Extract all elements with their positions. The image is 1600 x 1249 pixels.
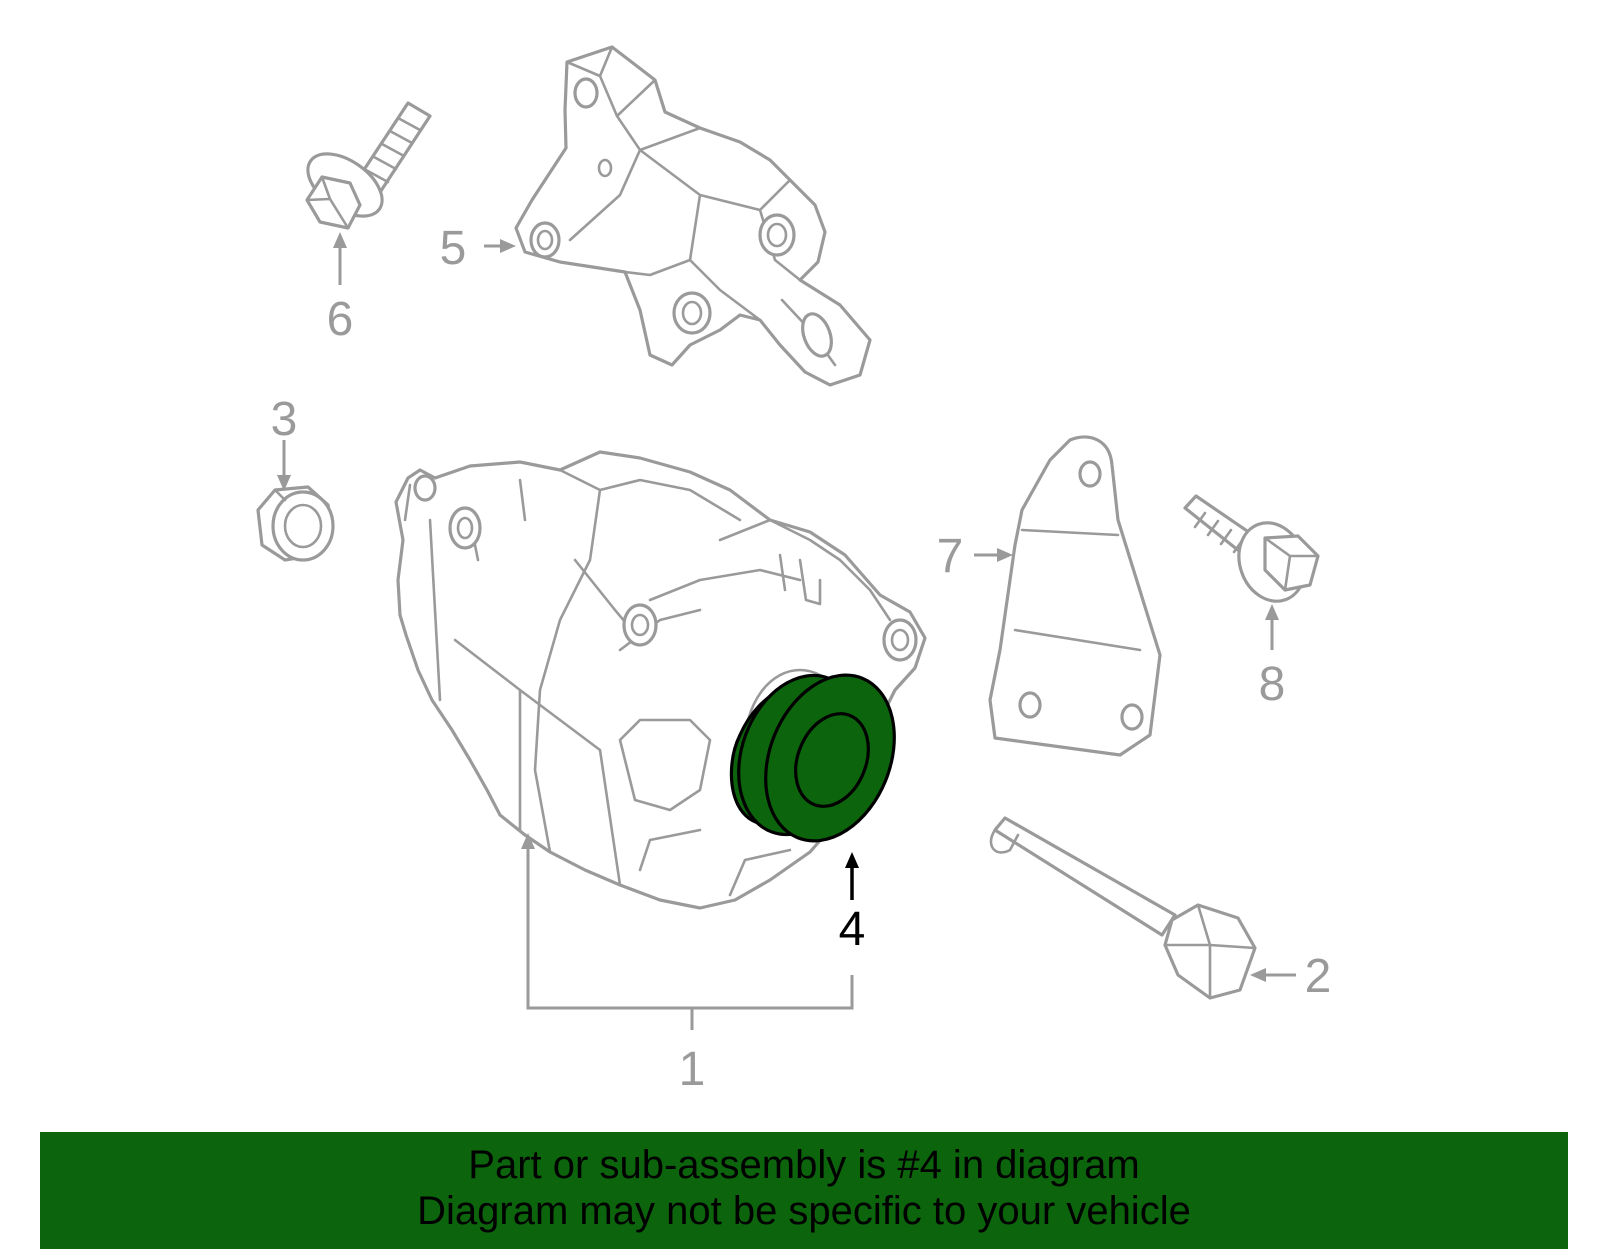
callout-1: 1 [679, 1043, 706, 1096]
part-7-bracket-drawing [988, 435, 1162, 757]
callout-8: 8 [1259, 658, 1286, 711]
banner-line-1: Part or sub-assembly is #4 in diagram [468, 1143, 1140, 1187]
parts-diagram: 6 5 3 7 8 4 2 1 [256, 45, 1332, 1096]
part-6-bolt-drawing [305, 101, 432, 230]
pulley-hub [794, 712, 870, 808]
callout-3: 3 [271, 393, 298, 446]
callout-2: 2 [1305, 950, 1332, 1003]
info-banner: Part or sub-assembly is #4 in diagram Di… [40, 1132, 1568, 1249]
callout-7: 7 [937, 530, 964, 583]
banner-line-2: Diagram may not be specific to your vehi… [417, 1189, 1191, 1233]
callout-6: 6 [327, 293, 354, 346]
part-3-nut-drawing [256, 485, 335, 562]
part-4-pulley-highlight [729, 673, 896, 843]
part-2-long-bolt-drawing [989, 816, 1257, 1000]
callout-5: 5 [440, 222, 467, 275]
callout-4: 4 [839, 903, 866, 956]
part-5-bracket-drawing [514, 45, 872, 387]
part-8-bolt-drawing [1183, 494, 1320, 603]
leader-lines [277, 232, 1296, 1030]
